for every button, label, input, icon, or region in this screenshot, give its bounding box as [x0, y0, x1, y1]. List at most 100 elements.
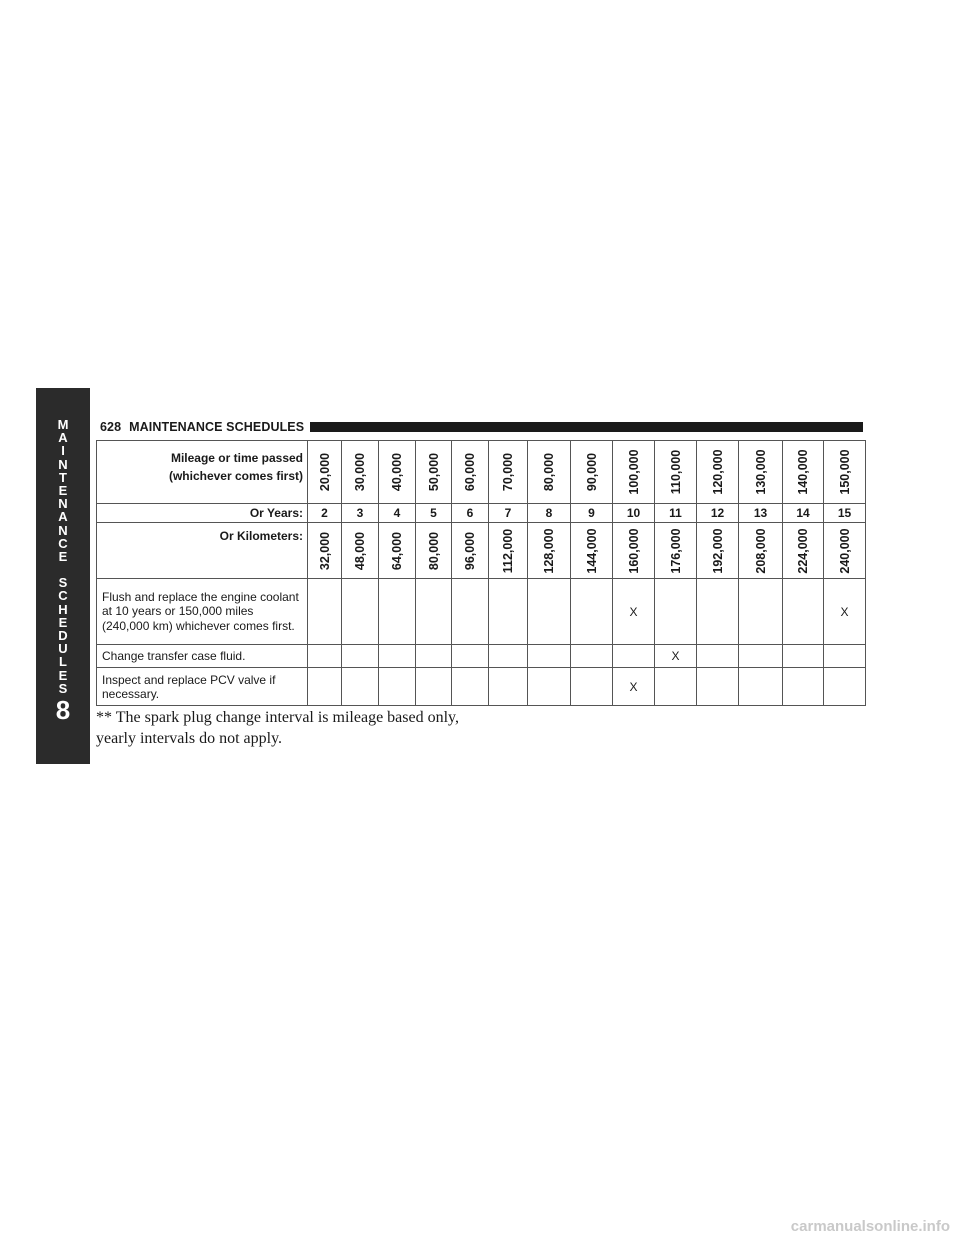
mileage-value: 100,000	[626, 449, 641, 495]
side-tab-letter: L	[59, 654, 67, 670]
year-cell: 12	[696, 503, 739, 523]
task-mark	[738, 578, 783, 645]
year-cell: 2	[307, 503, 342, 523]
year-cell: 5	[415, 503, 452, 523]
kilometer-cell: 80,000	[415, 522, 452, 579]
task-mark	[527, 667, 571, 707]
mileage-value: 150,000	[837, 449, 852, 495]
mileage-value: 70,000	[501, 452, 515, 492]
kilometer-value: 176,000	[668, 527, 683, 574]
task-mark	[415, 643, 452, 669]
kilometer-value: 144,000	[584, 527, 599, 574]
task-mark	[654, 578, 697, 645]
spark-plug-footnote: ** The spark plug change interval is mil…	[96, 709, 460, 747]
kilometer-value: 96,000	[463, 531, 477, 570]
mileage-cell: 20,000	[307, 440, 342, 504]
task-mark: X	[654, 643, 697, 669]
mileage-value: 140,000	[796, 449, 810, 495]
task-mark	[782, 643, 824, 669]
mileage-value: 40,000	[390, 452, 404, 492]
side-tab-letter: S	[58, 575, 68, 591]
kilometer-cell: 48,000	[341, 522, 379, 579]
watermark: carmanualsonline.info	[790, 1218, 950, 1235]
page-number: 628	[100, 420, 122, 434]
task-label: Change transfer case fluid.	[96, 643, 308, 669]
side-tab-letter: A	[58, 509, 68, 525]
task-mark: X	[823, 578, 866, 645]
mileage-cell: 30,000	[341, 440, 379, 504]
side-tab-letter: E	[58, 667, 68, 683]
task-mark	[451, 578, 489, 645]
side-tab-letter: U	[58, 641, 68, 657]
task-mark	[488, 643, 528, 669]
kilometer-cell: 176,000	[654, 522, 697, 579]
task-mark	[378, 667, 416, 707]
side-tab-letter: N	[58, 522, 68, 538]
kilometer-value: 64,000	[390, 531, 404, 570]
kilometer-value: 112,000	[501, 528, 515, 573]
mileage-row: Mileage or time passed (whichever comes …	[96, 440, 866, 504]
task-mark	[612, 643, 655, 669]
kilometer-value: 80,000	[426, 531, 441, 570]
mileage-cell: 80,000	[527, 440, 571, 504]
side-tab-letter: D	[58, 628, 68, 643]
task-mark	[696, 667, 739, 707]
kilometer-cell: 32,000	[307, 522, 342, 579]
mileage-value: 80,000	[542, 452, 556, 492]
mileage-cell: 60,000	[451, 440, 489, 504]
task-row: Inspect and replace PCV valve if necessa…	[96, 667, 866, 707]
side-tab-letter: H	[58, 601, 68, 617]
kilometer-value: 128,000	[542, 527, 556, 574]
task-mark	[570, 667, 613, 707]
task-mark	[378, 578, 416, 645]
mileage-value: 60,000	[463, 452, 477, 492]
kilometer-cell: 128,000	[527, 522, 571, 579]
task-mark	[738, 667, 783, 707]
side-tab-letter: T	[59, 469, 67, 485]
side-tab-letter: E	[58, 482, 68, 498]
side-tab-letter: N	[58, 456, 68, 472]
task-mark	[488, 667, 528, 707]
mileage-cell: 100,000	[612, 440, 655, 504]
task-mark	[570, 578, 613, 645]
task-mark	[307, 578, 342, 645]
mileage-label: Mileage or time passed (whichever comes …	[96, 440, 308, 504]
kilometer-value: 208,000	[753, 527, 768, 574]
side-tab-letter: C	[58, 535, 68, 551]
task-mark	[341, 643, 379, 669]
mileage-cell: 130,000	[738, 440, 783, 504]
side-tab-letter: M	[57, 417, 69, 432]
year-cell: 7	[488, 503, 528, 523]
year-cell: 11	[654, 503, 697, 523]
kilometer-value: 224,000	[796, 527, 810, 574]
mileage-cell: 150,000	[823, 440, 866, 504]
year-cell: 10	[612, 503, 655, 523]
years-label: Or Years:	[96, 503, 308, 523]
task-mark	[307, 643, 342, 669]
task-mark	[488, 578, 528, 645]
mileage-value: 130,000	[753, 449, 768, 495]
task-mark	[378, 643, 416, 669]
kilometer-cell: 192,000	[696, 522, 739, 579]
year-cell: 14	[782, 503, 824, 523]
mileage-cell: 50,000	[415, 440, 452, 504]
task-mark: X	[612, 578, 655, 645]
year-cell: 6	[451, 503, 489, 523]
task-mark	[451, 643, 489, 669]
kilometer-value: 48,000	[353, 531, 367, 570]
mileage-cell: 90,000	[570, 440, 613, 504]
kilometer-cell: 144,000	[570, 522, 613, 579]
header-rule	[310, 422, 863, 432]
side-tab-letter: C	[58, 588, 68, 604]
kilometer-cell: 160,000	[612, 522, 655, 579]
mileage-value: 90,000	[584, 452, 599, 492]
task-mark	[307, 667, 342, 707]
task-mark	[527, 578, 571, 645]
task-mark: X	[612, 667, 655, 707]
year-cell: 8	[527, 503, 571, 523]
